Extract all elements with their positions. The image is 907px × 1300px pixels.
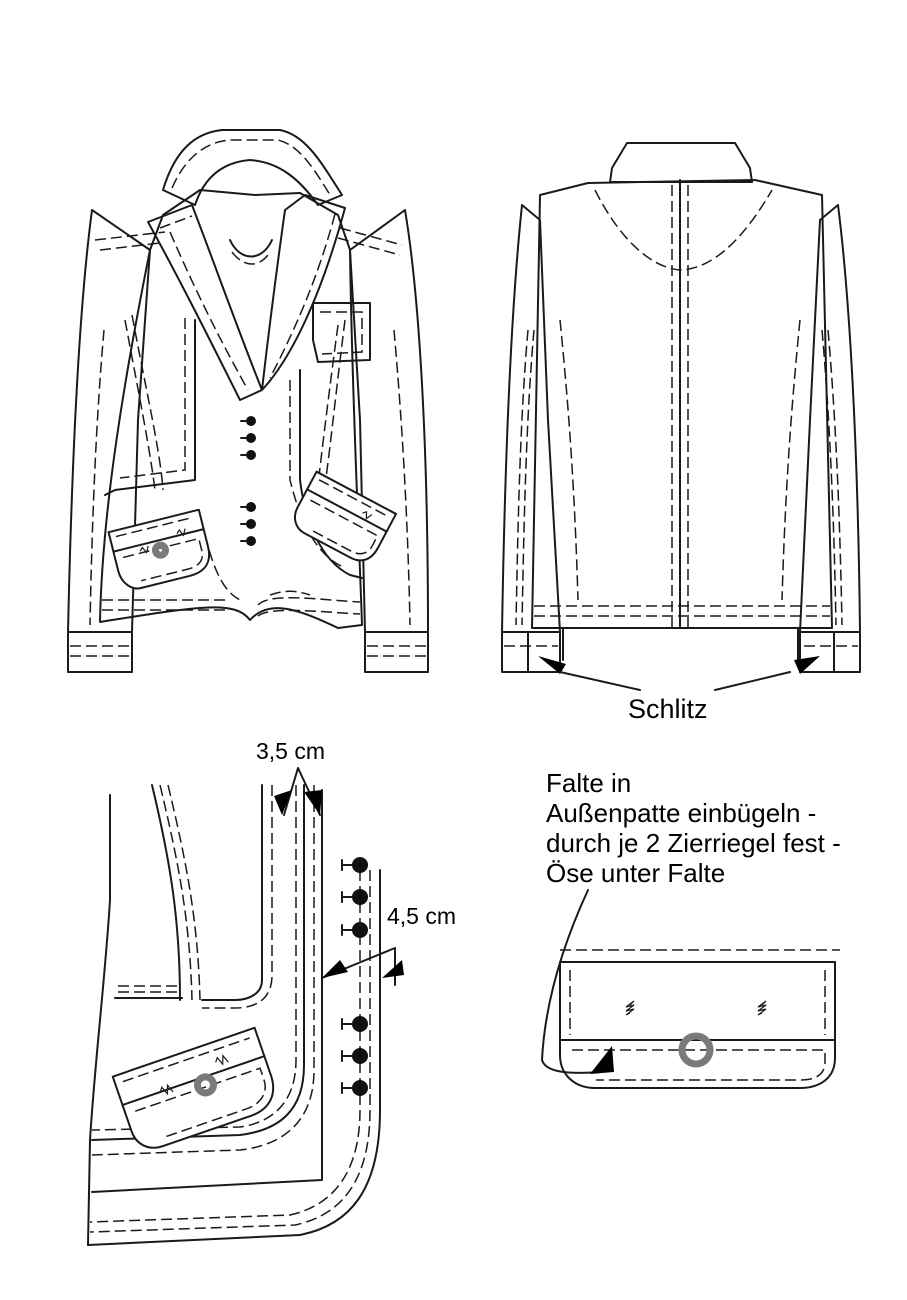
front-hem-stitch	[102, 597, 361, 617]
detail-button	[352, 1016, 368, 1032]
front-left-cuff	[67, 631, 133, 673]
back-hem-stitch	[534, 605, 830, 617]
pocket-fold-note: Falte in Außenpatte einbügeln - durch je…	[546, 768, 841, 888]
detail-buttons	[341, 857, 368, 1096]
detail-button	[352, 889, 368, 905]
front-left-panel-seam	[104, 319, 196, 496]
fold-arrow	[590, 1046, 614, 1074]
front-right-cuff	[364, 631, 429, 673]
back-yoke-stitch	[594, 189, 773, 271]
detail-button	[352, 1048, 368, 1064]
front-right-flap-pocket	[294, 470, 398, 562]
label-seam-width-front: 4,5 cm	[387, 903, 457, 929]
dimension-arrow-35-left	[274, 790, 292, 815]
front-button	[246, 450, 256, 460]
back-left-sleeve	[501, 204, 561, 633]
back-body-outline	[531, 179, 833, 629]
front-button	[246, 519, 256, 529]
detail-button	[352, 922, 368, 938]
grommet-icon	[193, 1073, 217, 1097]
front-button	[246, 416, 256, 426]
detail-button	[352, 857, 368, 873]
dimension-arrow-35-right	[304, 790, 322, 815]
jacket-front-view	[67, 129, 429, 673]
note-line: Falte in	[546, 768, 632, 798]
grommet-icon	[151, 541, 169, 559]
pocket-flap-detail	[541, 889, 840, 1089]
front-button	[246, 502, 256, 512]
front-left-lapel	[147, 204, 263, 401]
dimension-arrow-45-right	[382, 960, 404, 978]
note-line: Außenpatte einbügeln -	[546, 798, 817, 828]
vent-arrow-right	[794, 656, 820, 674]
detail-button	[352, 1080, 368, 1096]
front-corner-detail	[87, 767, 404, 1246]
front-breast-pocket	[312, 302, 371, 363]
front-left-flap-pocket	[107, 508, 211, 590]
detail-flap-pocket	[111, 1026, 275, 1149]
label-seam-width-collar: 3,5 cm	[256, 738, 326, 764]
front-yoke-stitch	[94, 227, 403, 256]
grommet-icon	[678, 1032, 714, 1068]
back-right-cuff	[799, 631, 861, 673]
vent-arrow-left	[538, 656, 566, 674]
front-collar	[162, 129, 343, 206]
front-button	[246, 433, 256, 443]
front-right-lapel	[261, 194, 346, 391]
note-line: durch je 2 Zierriegel fest -	[546, 828, 841, 858]
dimension-arrow-45-left	[322, 960, 348, 978]
note-line: Öse unter Falte	[546, 858, 726, 888]
jacket-back-view	[501, 142, 861, 691]
label-schlitz: Schlitz	[628, 694, 708, 724]
front-right-sleeve	[349, 209, 429, 633]
front-button	[246, 536, 256, 546]
back-collar-stand	[609, 142, 753, 183]
back-left-cuff	[501, 631, 561, 673]
